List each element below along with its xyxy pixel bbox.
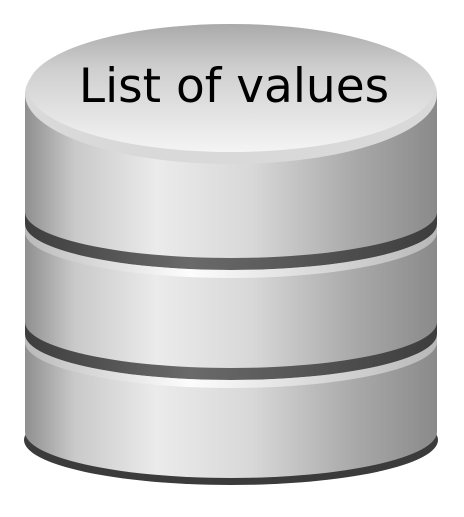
separator-highlight-lower: [25, 334, 437, 388]
separator-highlight-upper: [25, 224, 437, 278]
database-label: List of values: [79, 59, 389, 114]
cylinder-top: [28, 24, 434, 152]
separator-band-lower: [25, 322, 437, 380]
separator-band-upper: [25, 212, 437, 270]
